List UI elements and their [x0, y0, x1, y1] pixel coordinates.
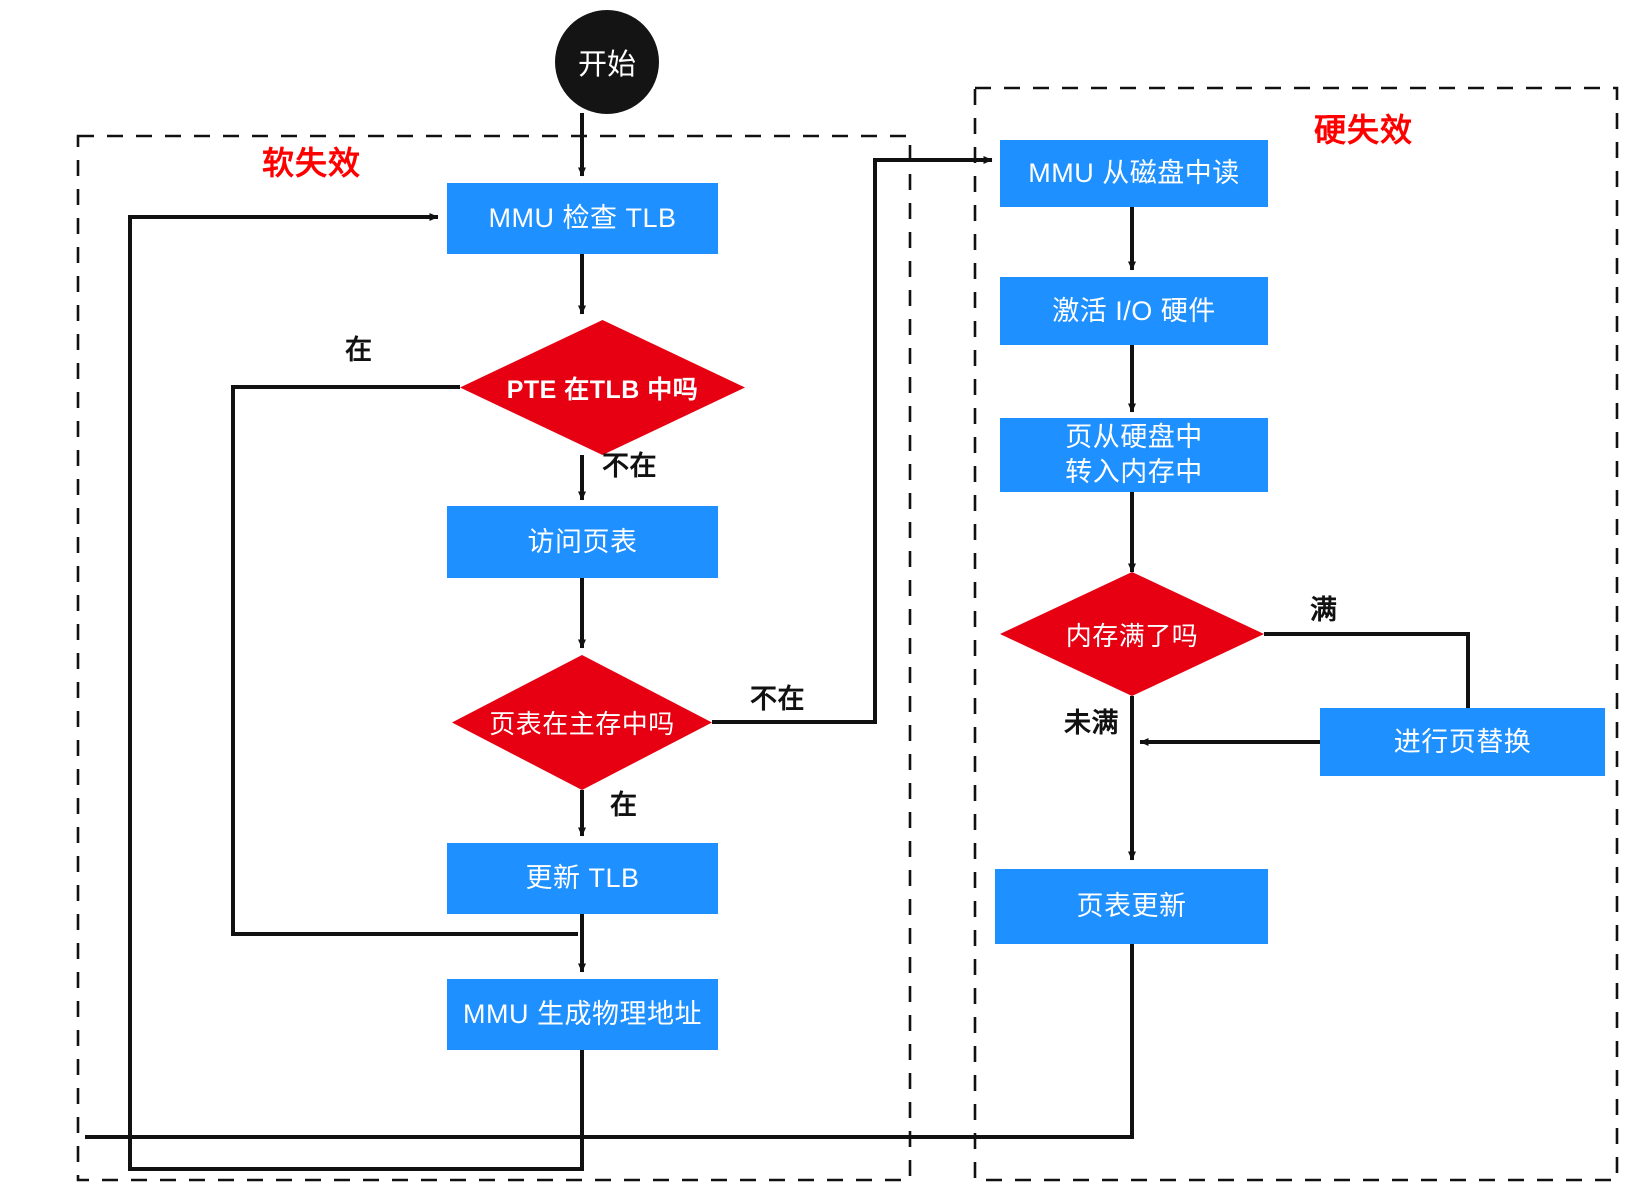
decision-memory-full[interactable]: 内存满了吗 — [1000, 572, 1264, 696]
edge-label-memory-full-yes: 满 — [1310, 595, 1338, 625]
decision-pte-in-tlb[interactable]: PTE 在TLB 中吗 — [460, 320, 745, 455]
group-soft-fault-box — [76, 134, 912, 1182]
process-mmu-check-tlb[interactable]: MMU 检查 TLB — [447, 183, 718, 254]
process-page-disk-to-memory[interactable]: 页从硬盘中 转入内存中 — [1000, 418, 1268, 492]
decision-page-table-in-main-memory[interactable]: 页表在主存中吗 — [452, 655, 712, 790]
process-access-page-table[interactable]: 访问页表 — [447, 506, 718, 578]
diamond-shape — [460, 320, 745, 455]
process-page-replacement[interactable]: 进行页替换 — [1320, 708, 1605, 776]
process-update-tlb[interactable]: 更新 TLB — [447, 843, 718, 914]
diamond-shape — [452, 655, 712, 790]
edge-pt-update-to-bottom-rail — [85, 944, 1134, 1139]
edge-pt-miss-to-read-disk — [712, 156, 993, 724]
process-activate-io-hardware[interactable]: 激活 I/O 硬件 — [1000, 277, 1268, 345]
edge-label-tlb-miss: 不在 — [602, 451, 657, 481]
group-title-soft-fault: 软失效 — [262, 145, 362, 181]
process-page-disk-to-memory-line2: 转入内存中 — [1065, 457, 1203, 487]
process-page-table-update[interactable]: 页表更新 — [995, 869, 1268, 944]
edge-mem-full-yes-to-replace — [1264, 632, 1472, 723]
process-page-disk-to-memory-line1: 页从硬盘中 — [1065, 421, 1203, 452]
process-mmu-generate-physical-address[interactable]: MMU 生成物理地址 — [447, 979, 718, 1050]
edge-pte-hit-to-join — [231, 385, 578, 936]
edge-gen-addr-feedback-to-check-tlb — [128, 213, 584, 1171]
start-node[interactable]: 开始 — [555, 10, 659, 114]
group-hard-fault-box — [973, 86, 1619, 1182]
edge-label-memory-full-no: 未满 — [1064, 708, 1119, 738]
process-mmu-read-from-disk[interactable]: MMU 从磁盘中读 — [1000, 140, 1268, 207]
edge-label-tlb-hit: 在 — [345, 335, 373, 365]
group-title-hard-fault: 硬失效 — [1314, 112, 1414, 148]
edge-label-page-table-miss: 不在 — [750, 684, 805, 714]
diamond-shape — [1000, 572, 1264, 696]
edge-label-page-table-hit: 在 — [610, 790, 638, 820]
